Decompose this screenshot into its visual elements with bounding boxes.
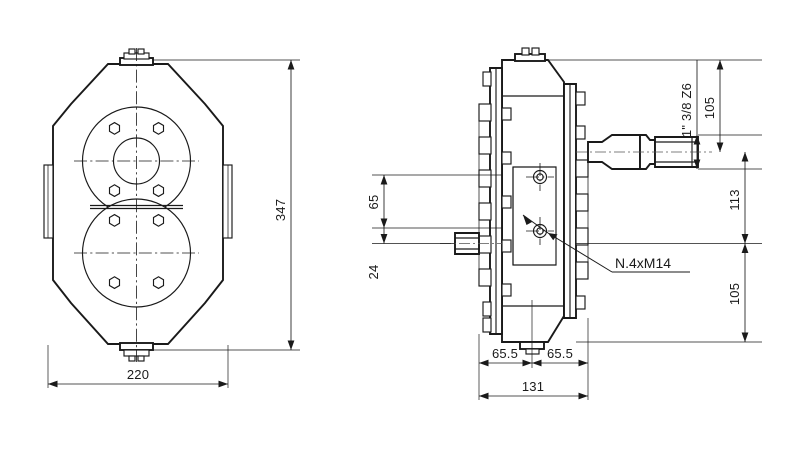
dimension-65p5-left-label: 65.5 bbox=[492, 346, 518, 361]
dimension-24-label: 24 bbox=[366, 265, 381, 280]
bolt-hole-markers bbox=[526, 163, 554, 245]
thread-note-leader: N.4xM14 bbox=[522, 214, 690, 273]
left-mounting-flange bbox=[478, 67, 503, 335]
output-splined-shaft bbox=[576, 134, 712, 170]
dimension-105-top: 105 bbox=[702, 60, 724, 152]
side-view-extension-lines-right bbox=[548, 59, 762, 343]
dimension-105-top-label: 105 bbox=[702, 97, 717, 119]
dimension-131-label: 131 bbox=[522, 379, 544, 394]
dimension-65p5-right-label: 65.5 bbox=[547, 346, 573, 361]
front-view-extension-lines bbox=[47, 59, 300, 388]
housing-side-lugs bbox=[43, 164, 233, 239]
dimension-24: 24 bbox=[366, 228, 388, 280]
side-view-group: N.4xM14 105 1" 3/8 Z6 bbox=[366, 47, 762, 400]
dimension-width-220: 220 bbox=[48, 367, 228, 388]
dimension-height-label: 347 bbox=[273, 199, 288, 221]
dimension-113: 113 bbox=[727, 152, 749, 244]
dimension-65: 65 bbox=[366, 175, 388, 228]
side-view-extension-lines-bottom bbox=[478, 300, 589, 400]
dimension-65p5-right: 65.5 bbox=[532, 346, 588, 367]
dimension-65-label: 65 bbox=[366, 195, 381, 210]
dimension-shaft-height bbox=[693, 135, 701, 169]
dimension-105-bottom-label: 105 bbox=[727, 283, 742, 305]
side-view-extension-lines-left bbox=[372, 174, 502, 244]
dimension-width-label: 220 bbox=[127, 367, 149, 382]
casing-internal-steps bbox=[501, 107, 512, 297]
dimension-113-label: 113 bbox=[727, 189, 742, 210]
thread-note-label: N.4xM14 bbox=[615, 255, 671, 271]
dimension-105-bottom: 105 bbox=[727, 243, 749, 342]
front-view-group: 347 220 bbox=[43, 48, 300, 388]
dimension-height-347: 347 bbox=[273, 60, 295, 350]
gearbox-body-profile bbox=[501, 59, 565, 343]
spline-size-label: 1" 3/8 Z6 bbox=[679, 83, 694, 137]
dimension-131-total: 131 bbox=[479, 379, 588, 400]
front-view-center-lines bbox=[74, 48, 199, 362]
right-mounting-flange bbox=[563, 83, 589, 319]
dimension-65p5-left: 65.5 bbox=[479, 346, 532, 367]
side-view-top-boss bbox=[514, 47, 546, 62]
